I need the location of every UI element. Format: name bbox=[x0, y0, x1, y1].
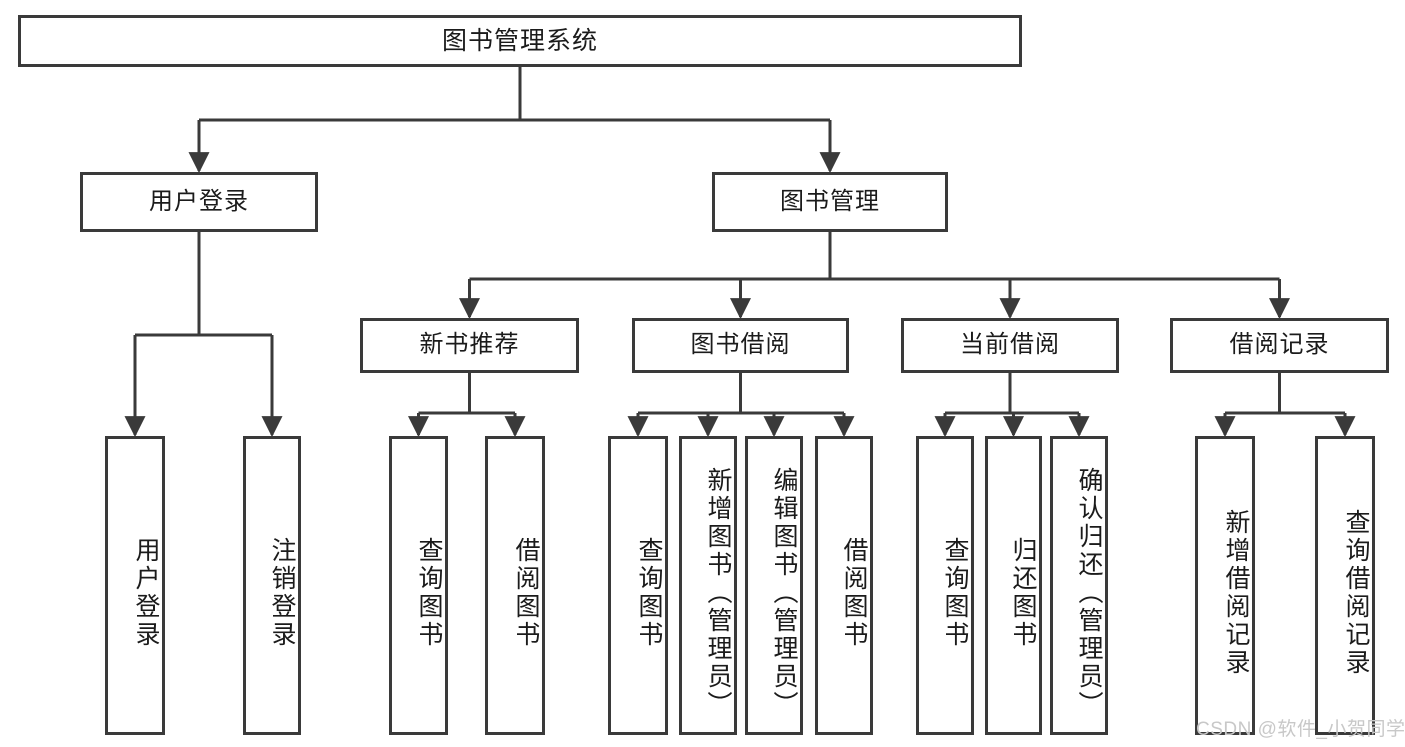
node-label: 确认归还（管理员） bbox=[1075, 466, 1103, 719]
leaf-logout[interactable]: 注销登录 bbox=[243, 436, 301, 735]
node-label: 编辑图书（管理员） bbox=[770, 466, 798, 719]
node-label: 新增借阅记录 bbox=[1222, 508, 1250, 677]
node-label: 图书管理 bbox=[780, 187, 880, 215]
csdn-watermark: CSDN @软件_小贺同学 bbox=[1196, 719, 1405, 740]
node-label: 查询图书 bbox=[415, 536, 443, 649]
node-label: 图书管理系统 bbox=[441, 27, 598, 55]
leaf-add-record[interactable]: 新增借阅记录 bbox=[1195, 436, 1255, 735]
node-current-borrow[interactable]: 当前借阅 bbox=[901, 318, 1119, 373]
leaf-return-book[interactable]: 归还图书 bbox=[985, 436, 1042, 735]
node-label: 用户登录 bbox=[149, 187, 249, 215]
leaf-borrow-book-1[interactable]: 借阅图书 bbox=[485, 436, 545, 735]
node-label: 借阅图书 bbox=[512, 536, 540, 649]
node-user-login[interactable]: 用户登录 bbox=[80, 172, 318, 232]
node-label: 查询图书 bbox=[635, 536, 663, 649]
node-new-book-recommend[interactable]: 新书推荐 bbox=[360, 318, 579, 373]
node-label: 注销登录 bbox=[268, 536, 296, 649]
node-root[interactable]: 图书管理系统 bbox=[18, 15, 1022, 67]
node-borrow-record[interactable]: 借阅记录 bbox=[1170, 318, 1389, 373]
leaf-add-book[interactable]: 新增图书（管理员） bbox=[679, 436, 737, 735]
node-label: 归还图书 bbox=[1009, 536, 1037, 649]
node-label: 新书推荐 bbox=[419, 331, 520, 359]
node-label: 查询图书 bbox=[941, 536, 969, 649]
leaf-edit-book[interactable]: 编辑图书（管理员） bbox=[745, 436, 803, 735]
node-label: 借阅图书 bbox=[840, 536, 868, 649]
leaf-confirm-return[interactable]: 确认归还（管理员） bbox=[1050, 436, 1108, 735]
leaf-query-book-3[interactable]: 查询图书 bbox=[916, 436, 974, 735]
leaf-query-record[interactable]: 查询借阅记录 bbox=[1315, 436, 1375, 735]
node-label: 查询借阅记录 bbox=[1342, 508, 1370, 677]
leaf-user-login[interactable]: 用户登录 bbox=[105, 436, 165, 735]
node-label: 当前借阅 bbox=[960, 331, 1060, 359]
node-label: 新增图书（管理员） bbox=[704, 466, 732, 719]
node-book-borrow[interactable]: 图书借阅 bbox=[632, 318, 849, 373]
node-book-manage[interactable]: 图书管理 bbox=[712, 172, 948, 232]
node-label: 用户登录 bbox=[132, 536, 160, 649]
leaf-borrow-book-2[interactable]: 借阅图书 bbox=[815, 436, 873, 735]
node-label: 图书借阅 bbox=[690, 331, 791, 359]
leaf-query-book-2[interactable]: 查询图书 bbox=[608, 436, 668, 735]
leaf-query-book-1[interactable]: 查询图书 bbox=[389, 436, 448, 735]
node-label: 借阅记录 bbox=[1229, 331, 1330, 359]
